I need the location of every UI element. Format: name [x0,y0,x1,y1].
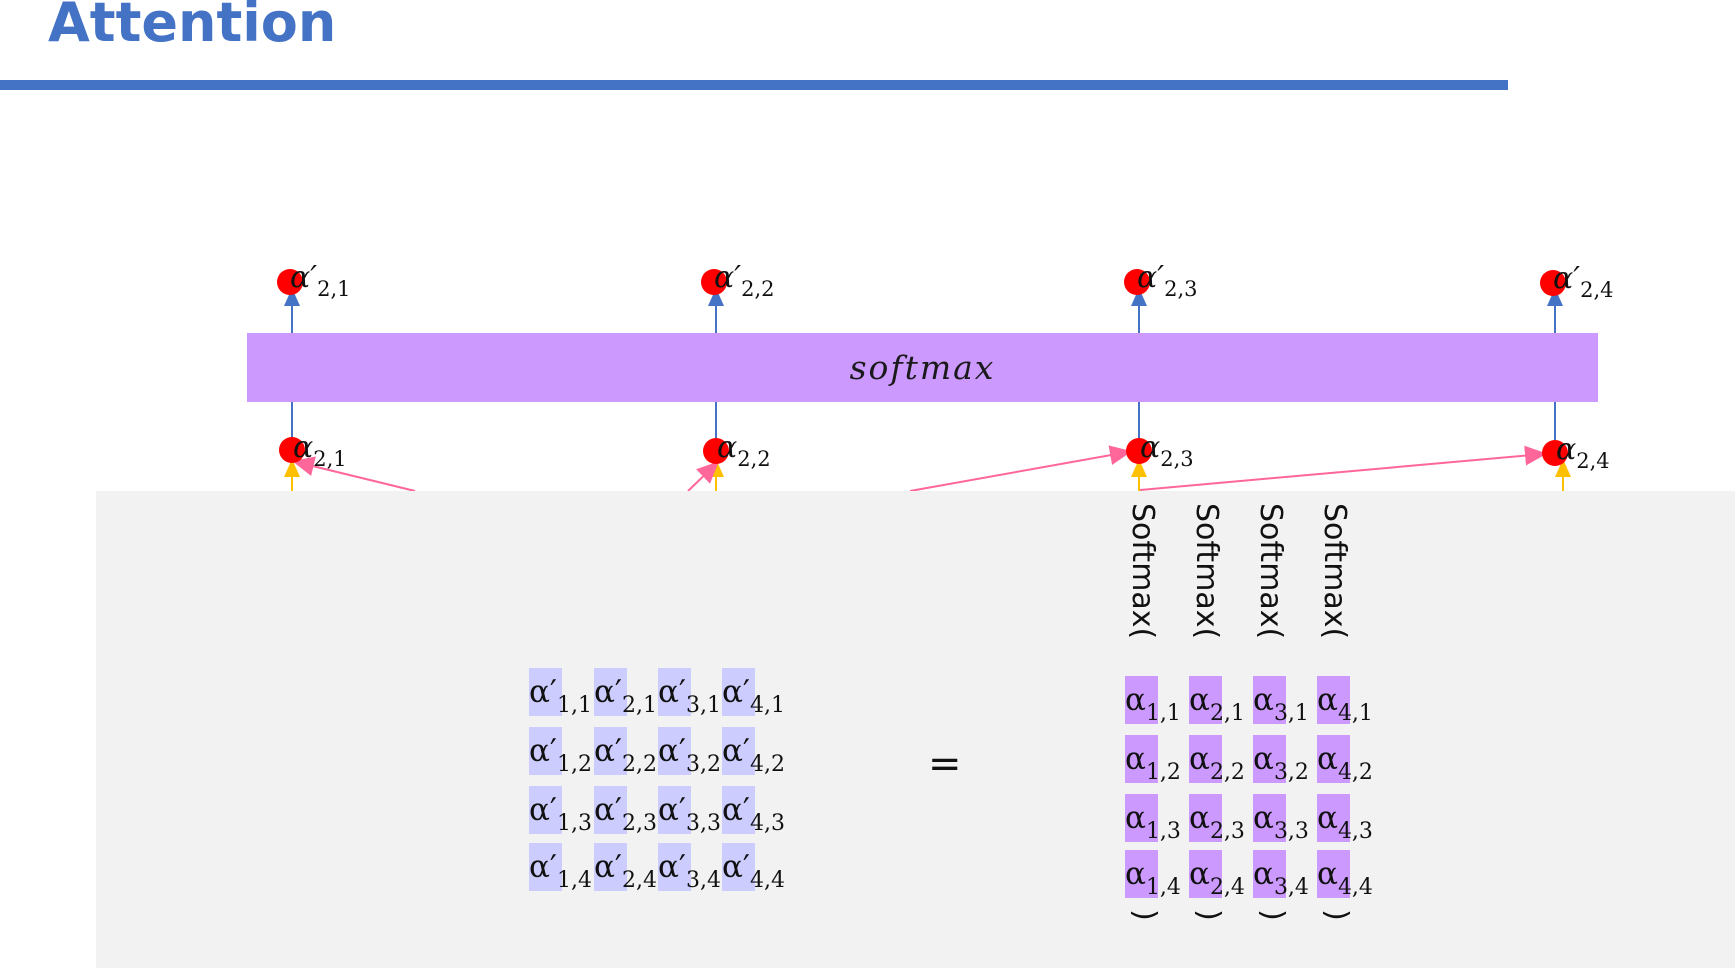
right-cell-2-2: α2,2 [1189,735,1245,785]
softmax-label: softmax [849,348,996,387]
left-cell-1-1: α′1,1 [529,668,592,718]
right-cell-4-3: α3,4 [1253,850,1309,900]
right-cell-2-1: α1,2 [1125,735,1181,785]
right-cell-2-4: α4,2 [1317,735,1373,785]
left-cell-2-2: α′2,2 [594,727,657,777]
softmax-col-label-3: Softmax( [1253,503,1288,640]
input-label-3: α2,3 [1140,430,1194,471]
right-cell-4-1: α1,4 [1125,850,1181,900]
input-node-4 [1542,440,1568,466]
left-cell-2-1: α′1,2 [529,727,592,777]
output-label-2: α′2,2 [714,260,775,301]
right-cell-3-1: α1,3 [1125,794,1181,844]
left-cell-3-2: α′2,3 [594,786,657,836]
right-cell-1-4: α4,1 [1317,676,1373,726]
pink-arrow-1 [292,456,416,492]
left-cell-4-4: α′4,4 [722,843,785,893]
page-title: Attention [48,0,337,54]
output-node-2 [701,269,727,295]
right-cell-1-1: α1,1 [1125,676,1181,726]
output-label-3: α′2,3 [1137,260,1198,301]
left-cell-3-3: α′3,3 [658,786,721,836]
left-cell-2-4: α′4,2 [722,727,785,777]
close-paren-2: ) [1190,909,1226,921]
matrix-panel [96,491,1735,968]
close-paren-4: ) [1318,909,1354,921]
right-cell-4-4: α4,4 [1317,850,1373,900]
left-cell-4-2: α′2,4 [594,843,657,893]
left-cell-4-3: α′3,4 [658,843,721,893]
close-paren-3: ) [1254,909,1290,921]
left-cell-3-1: α′1,3 [529,786,592,836]
left-cell-3-4: α′4,3 [722,786,785,836]
equals-sign: = [928,741,962,787]
right-cell-3-4: α4,3 [1317,794,1373,844]
pink-arrow-4 [1139,445,1547,491]
softmax-bar: softmax [247,333,1598,402]
input-node-2 [703,438,729,464]
left-cell-2-3: α′3,2 [658,727,721,777]
input-label-4: α2,4 [1556,432,1610,473]
left-cell-4-1: α′1,4 [529,843,592,893]
pink-arrow-2 [687,461,719,492]
output-label-4: α′2,4 [1553,261,1614,302]
output-label-1: α′2,1 [290,260,351,301]
softmax-col-label-2: Softmax( [1189,503,1224,640]
title-rule [0,80,1508,90]
input-label-2: α2,2 [717,430,771,471]
softmax-col-label-1: Softmax( [1125,503,1160,640]
right-cell-3-3: α3,3 [1253,794,1309,844]
close-paren-1: ) [1126,909,1162,921]
output-node-4 [1540,270,1566,296]
left-cell-1-4: α′4,1 [722,668,785,718]
input-node-3 [1126,438,1152,464]
left-cell-1-2: α′2,1 [594,668,657,718]
output-node-3 [1124,269,1150,295]
output-node-1 [277,269,303,295]
right-cell-3-2: α2,3 [1189,794,1245,844]
right-cell-1-3: α3,1 [1253,676,1309,726]
pink-arrow-3 [909,445,1132,492]
right-cell-2-3: α3,2 [1253,735,1309,785]
input-node-1 [279,437,305,463]
right-cell-1-2: α2,1 [1189,676,1245,726]
right-cell-4-2: α2,4 [1189,850,1245,900]
softmax-col-label-4: Softmax( [1317,503,1352,640]
left-cell-1-3: α′3,1 [658,668,721,718]
input-label-1: α2,1 [293,430,347,471]
